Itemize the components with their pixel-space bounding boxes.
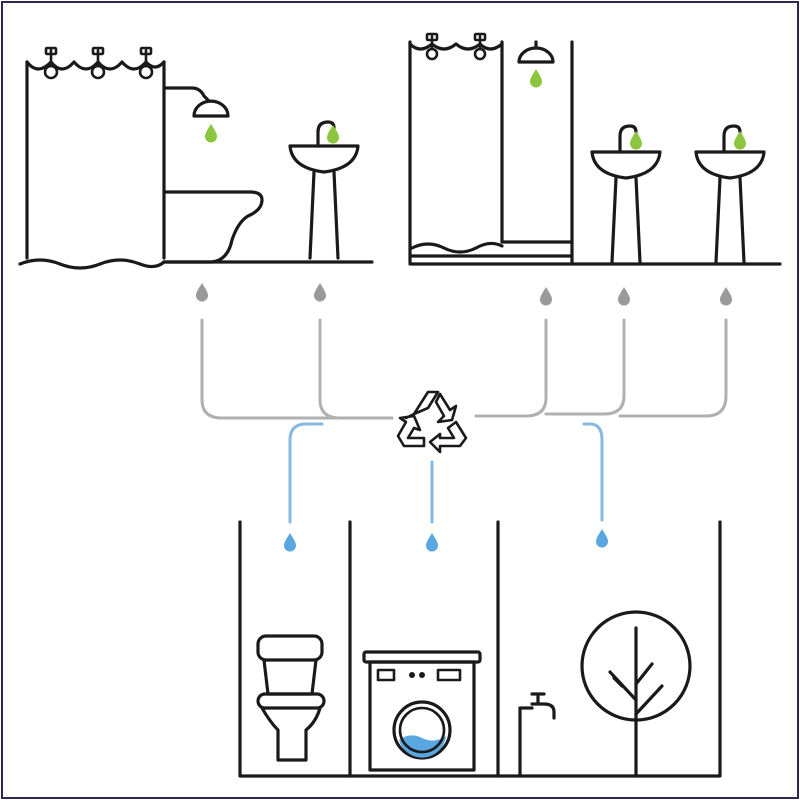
recycle-icon: [396, 390, 468, 454]
pedestal-sink-icon: [288, 120, 360, 260]
greywater-drop: [314, 283, 326, 302]
recycled-drop: [596, 529, 608, 548]
pedestal-sink-icon: [590, 124, 662, 264]
bathroom-left: [18, 46, 374, 270]
greywater-drop: [540, 287, 552, 306]
shower-bath-icon: [18, 46, 264, 270]
fresh-drop: [734, 131, 746, 150]
greywater-pipes: [200, 318, 728, 420]
utility-rooms: [238, 520, 722, 778]
fresh-drop: [327, 125, 339, 144]
fresh-drop: [530, 69, 542, 88]
tree-icon: [580, 610, 692, 778]
toilet-icon: [256, 634, 326, 762]
greywater-drop: [720, 287, 732, 306]
fresh-drop: [630, 131, 642, 150]
shower-stall-icon: [408, 32, 574, 264]
fresh-water-drops: [205, 69, 746, 150]
recycled-drop: [426, 533, 438, 552]
fresh-drop: [205, 124, 217, 143]
recycled-water-pipes: [288, 422, 604, 524]
recycled-water-drops: [284, 529, 608, 552]
washing-machine-icon: [362, 650, 482, 772]
pedestal-sink-icon: [694, 124, 766, 264]
bathroom-right: [408, 32, 782, 266]
recycled-drop: [284, 533, 296, 552]
greywater-drop: [196, 283, 208, 302]
greywater-drops: [196, 283, 732, 306]
greywater-drop: [618, 287, 630, 306]
garden-tap-icon: [518, 692, 556, 778]
